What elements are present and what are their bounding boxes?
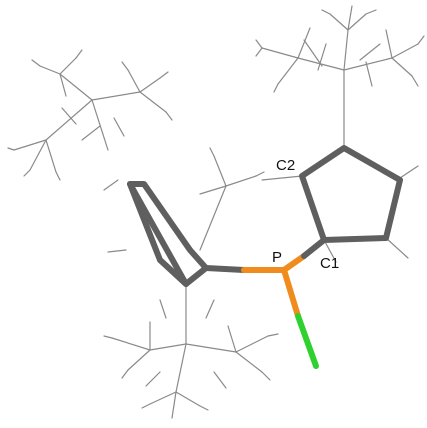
p-aryl-bond	[203, 265, 287, 273]
aryl-ring	[127, 181, 209, 287]
p-c1-bond	[281, 237, 327, 273]
aryl-ortho-wireframe	[103, 147, 265, 253]
atom-label-c1: C1	[320, 255, 339, 272]
cyclopentadienyl-ring	[299, 145, 403, 243]
atom-label-p: P	[272, 249, 282, 266]
tbutyl-top-wireframe	[255, 5, 425, 149]
ring-hydrogen-wireframe	[261, 165, 419, 263]
tbutyl-bottom-wireframe	[103, 283, 279, 419]
tbutyl-left-wireframe	[7, 49, 173, 181]
p-cl-bond	[281, 267, 319, 369]
atom-label-c2: C2	[276, 157, 295, 174]
